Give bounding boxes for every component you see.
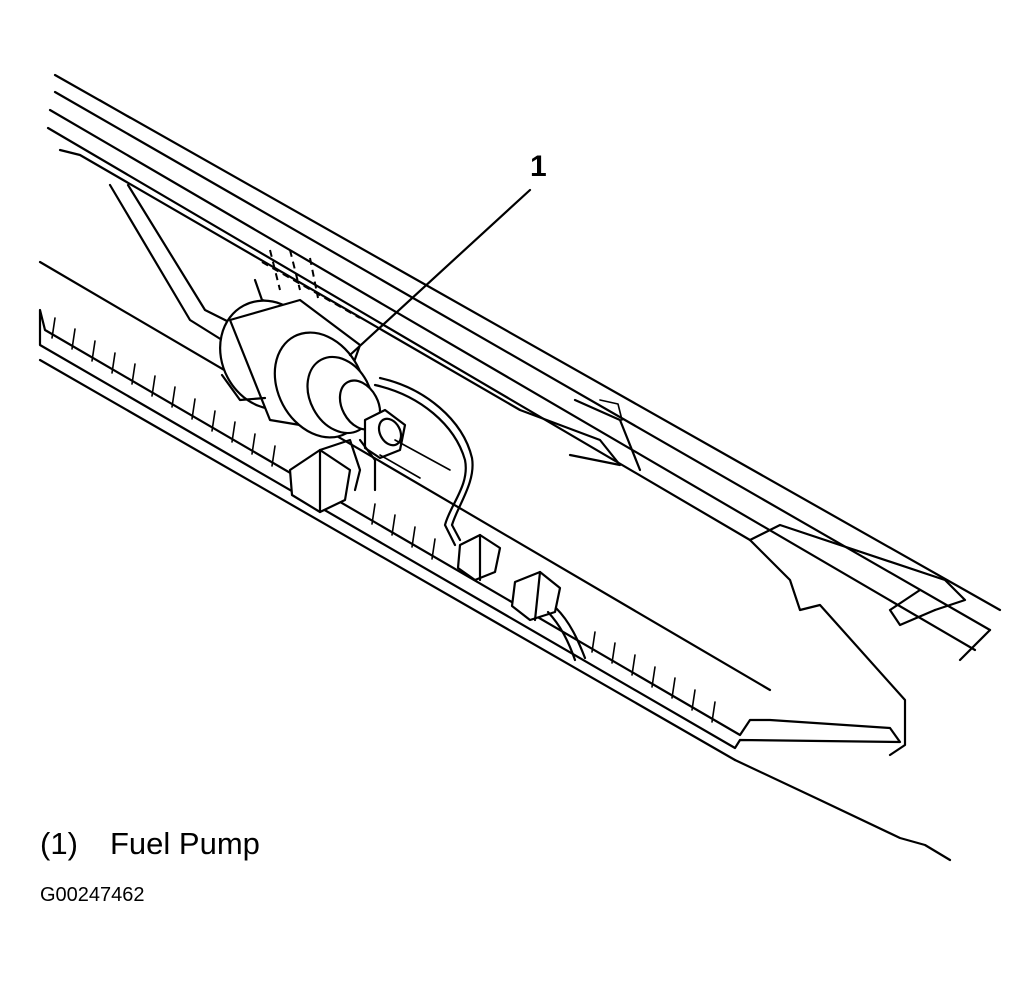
strap-clip [288,448,352,514]
upper-rail [46,73,1002,652]
callout-leader [348,188,532,357]
pump-mount [318,438,377,492]
pump-bracket [108,183,247,347]
figure-id: G00247462 [40,884,145,906]
legend-item: (1) Fuel Pump [40,826,260,862]
legend-label: Fuel Pump [110,826,260,861]
callout-number: 1 [530,150,547,183]
lower-tube [38,260,952,862]
strap-ribs [51,317,716,723]
legend-number: (1) [40,826,78,861]
wire-connector-1 [456,533,502,582]
rail-end [748,523,992,757]
fuel-pump [219,298,382,439]
wire-connector-2 [510,570,587,662]
pump-outlet-fitting [363,408,451,479]
pump-wire [373,376,474,547]
